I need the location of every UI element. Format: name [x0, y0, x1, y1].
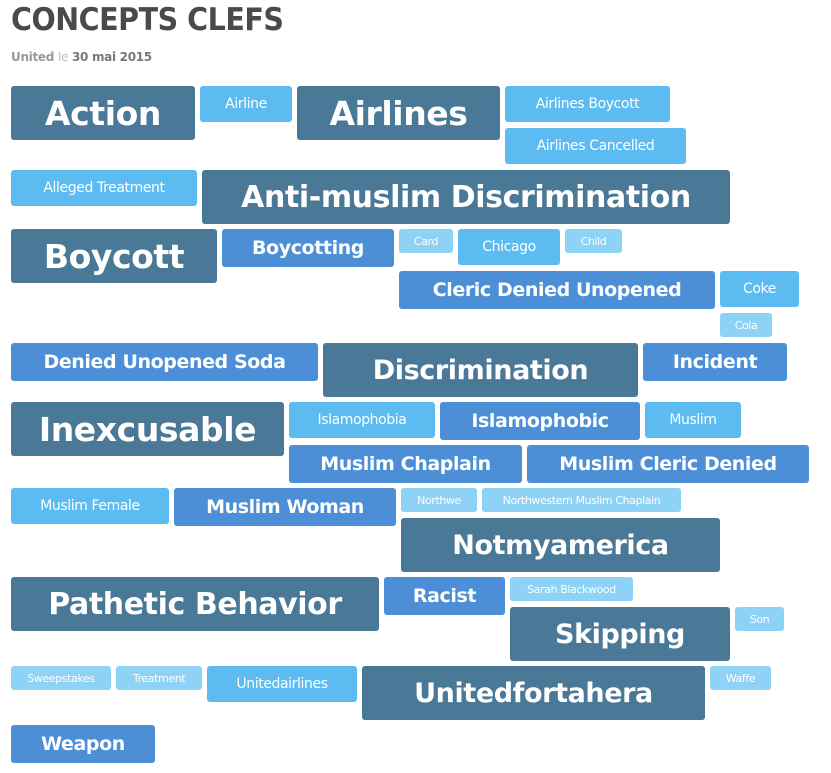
tag-airlines[interactable]: Airlines — [297, 86, 500, 140]
tag-weapon[interactable]: Weapon — [11, 725, 155, 763]
tag-coke[interactable]: Coke — [720, 271, 799, 307]
tag-unitedfortahera[interactable]: Unitedfortahera — [362, 666, 705, 720]
tag-muslim-chaplain[interactable]: Muslim Chaplain — [289, 445, 522, 483]
tag-son[interactable]: Son — [735, 607, 784, 631]
tag-airlines-boycott[interactable]: Airlines Boycott — [505, 86, 670, 122]
tag-muslim[interactable]: Muslim — [645, 402, 741, 438]
tag-skipping[interactable]: Skipping — [510, 607, 730, 661]
tag-treatment[interactable]: Treatment — [116, 666, 202, 690]
page-title: CONCEPTS CLEFS — [11, 2, 284, 38]
tag-sarah-blackwood[interactable]: Sarah Blackwood — [510, 577, 633, 601]
tag-action[interactable]: Action — [11, 86, 195, 140]
tag-denied-unopened-soda[interactable]: Denied Unopened Soda — [11, 343, 318, 381]
tag-muslim-female[interactable]: Muslim Female — [11, 488, 169, 524]
byline-date: 30 mai 2015 — [71, 50, 152, 64]
tag-boycotting[interactable]: Boycotting — [222, 229, 394, 267]
tag-boycott[interactable]: Boycott — [11, 229, 217, 283]
tag-cleric-denied-unopened[interactable]: Cleric Denied Unopened — [399, 271, 715, 309]
tag-airlines-cancelled[interactable]: Airlines Cancelled — [505, 128, 686, 164]
tag-unitedairlines[interactable]: Unitedairlines — [207, 666, 357, 702]
byline-author[interactable]: United — [11, 50, 55, 64]
tag-child[interactable]: Child — [565, 229, 622, 253]
tag-incident[interactable]: Incident — [643, 343, 787, 381]
tag-northwe[interactable]: Northwe — [401, 488, 477, 512]
tag-islamophobia[interactable]: Islamophobia — [289, 402, 435, 438]
tag-waffe[interactable]: Waffe — [710, 666, 771, 690]
tag-cola[interactable]: Cola — [720, 313, 772, 337]
tag-anti-muslim-discrimination[interactable]: Anti-muslim Discrimination — [202, 170, 730, 224]
tag-alleged-treatment[interactable]: Alleged Treatment — [11, 170, 197, 206]
byline: United le 30 mai 2015 — [11, 50, 152, 64]
tag-inexcusable[interactable]: Inexcusable — [11, 402, 284, 456]
tag-muslim-woman[interactable]: Muslim Woman — [174, 488, 396, 526]
tag-notmyamerica[interactable]: Notmyamerica — [401, 518, 720, 572]
tag-pathetic-behavior[interactable]: Pathetic Behavior — [11, 577, 379, 631]
tag-chicago[interactable]: Chicago — [458, 229, 560, 265]
tag-islamophobic[interactable]: Islamophobic — [440, 402, 640, 440]
tag-airline[interactable]: Airline — [200, 86, 292, 122]
byline-connector: le — [57, 50, 69, 64]
tag-northwestern-muslim-chaplain[interactable]: Northwestern Muslim Chaplain — [482, 488, 681, 512]
tag-discrimination[interactable]: Discrimination — [323, 343, 638, 397]
tag-sweepstakes[interactable]: Sweepstakes — [11, 666, 111, 690]
tag-racist[interactable]: Racist — [384, 577, 505, 615]
tag-muslim-cleric-denied[interactable]: Muslim Cleric Denied — [527, 445, 809, 483]
tag-card[interactable]: Card — [399, 229, 453, 253]
